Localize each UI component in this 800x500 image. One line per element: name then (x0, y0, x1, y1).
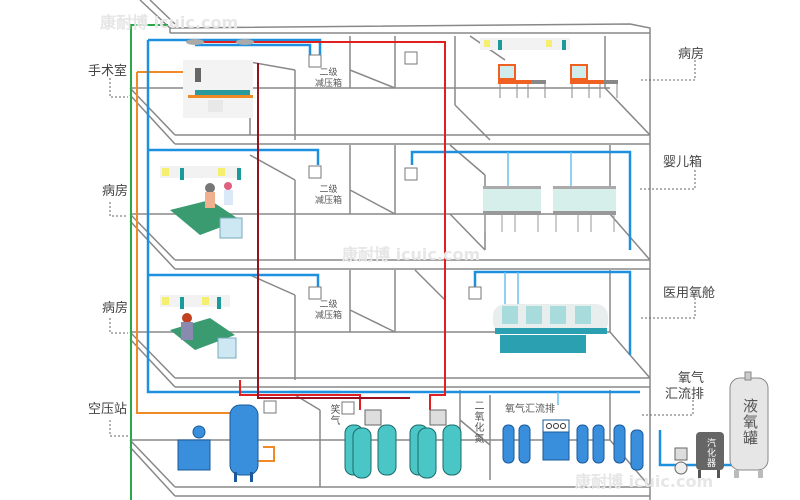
cylinder-controllers (364, 409, 447, 426)
liquid-oxygen-tank-label: 液氧罐 (741, 398, 759, 446)
vacuum-pipe (130, 24, 168, 500)
ward-bed-illustration (170, 182, 243, 359)
pressure-regulator (674, 447, 688, 475)
pressure-box-label-line1: 二级 (319, 300, 338, 310)
liquid-oxygen-tank (729, 371, 769, 478)
oxygen-branch-pipes (504, 152, 572, 405)
pressure-box-label-line2: 减压箱 (315, 311, 343, 321)
gas-cylinders-teal (344, 424, 462, 479)
watermark: 康耐博 icuic.com (100, 13, 239, 32)
top-ward-beds (498, 64, 618, 98)
right-label-incubator: 婴儿箱 (663, 155, 703, 170)
right-label-manifold-line2: 汇流排 (665, 387, 705, 402)
oxygen-manifold-label: 氧气汇流排 (505, 404, 555, 415)
oxygen-manifold-cylinders (502, 424, 644, 471)
pressure-box-label: 二级 减压箱 (315, 185, 342, 207)
operating-room-illustration (183, 39, 254, 118)
floor-label-air-compressor-station: 空压站 (88, 402, 128, 417)
floor-label-ward: 病房 (102, 184, 129, 199)
right-label-manifold-line1: 氧气 (678, 371, 705, 386)
floor-label-operating-room: 手术室 (88, 64, 128, 79)
nitrous-label: 笑气 (328, 404, 339, 426)
hyperbaric-oxygen-chamber (493, 304, 608, 353)
co2-label: 二氧化氮 (472, 400, 483, 444)
pressure-box-label-line2: 减压箱 (315, 79, 343, 89)
oxygen-manifold-panel (542, 419, 570, 461)
right-label-ward: 病房 (678, 47, 705, 62)
pressure-box-label-line2: 减压箱 (315, 196, 343, 206)
secondary-pressure-box (263, 51, 482, 415)
pressure-box-label-line1: 二级 (319, 185, 338, 195)
vaporizer-label: 汽化器 (705, 438, 715, 468)
gas-outlet-panels (160, 38, 570, 309)
vaporizer (696, 432, 724, 478)
right-label-hyperbaric: 医用氧舱 (663, 286, 716, 301)
air-compressor (177, 404, 259, 482)
pressure-box-label: 二级 减压箱 (315, 68, 342, 90)
infant-incubators (483, 186, 616, 232)
label-leader-lines (109, 60, 696, 437)
nitrous-pipe (200, 41, 446, 410)
air-pipe (136, 71, 275, 462)
dark-red-pipe (257, 63, 410, 399)
pressure-box-label-line1: 二级 (319, 68, 338, 78)
floor-label-ward: 病房 (102, 301, 129, 316)
watermark: 康耐博 icuic.com (342, 245, 481, 264)
pressure-box-label: 二级 减压箱 (315, 300, 342, 322)
watermark: 康耐博 icuic.com (575, 472, 714, 491)
